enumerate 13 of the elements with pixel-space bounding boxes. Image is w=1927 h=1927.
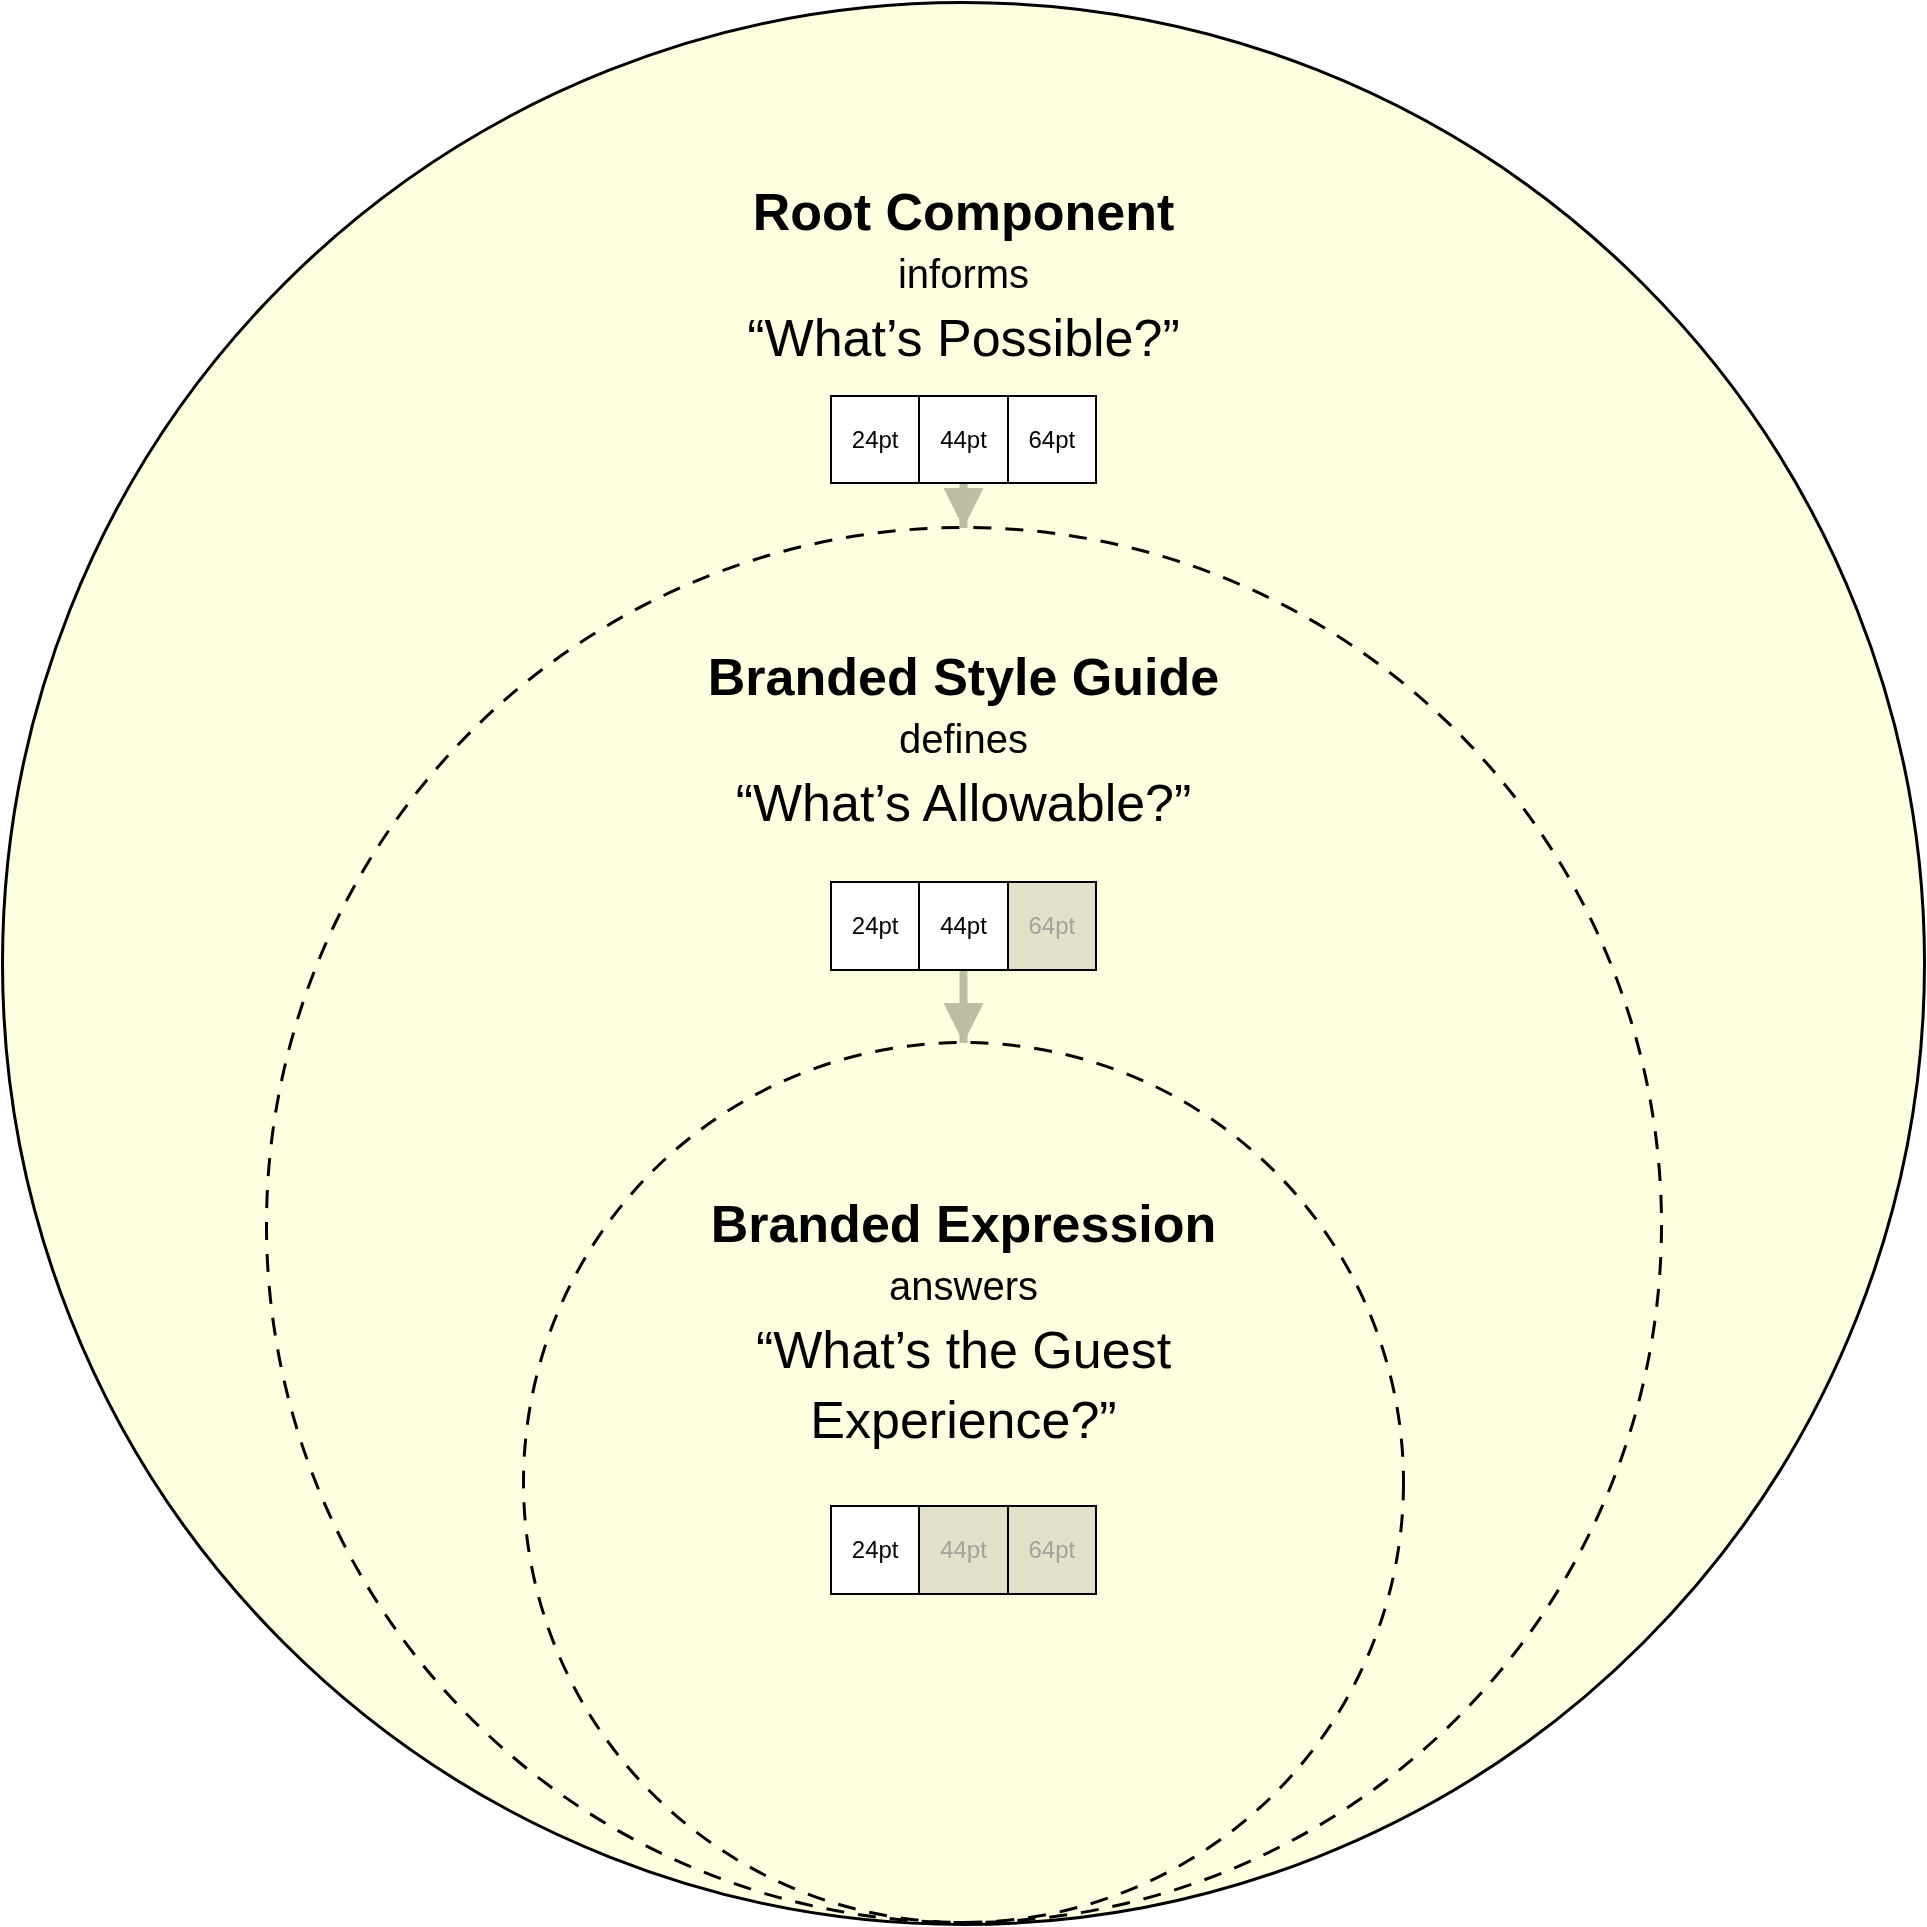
question-text: “What’s the Guest Experience?” bbox=[754, 1320, 1173, 1451]
heading: Root Component bbox=[752, 182, 1175, 243]
size-cell: 44pt bbox=[918, 1507, 1007, 1593]
heading: Branded Style Guide bbox=[707, 647, 1220, 708]
verb-text: informs bbox=[897, 251, 1030, 298]
verb-text: answers bbox=[889, 1263, 1038, 1310]
size-cell: 64pt bbox=[1006, 1507, 1095, 1593]
question-text: “What’s Allowable?” bbox=[735, 773, 1192, 834]
verb-text: defines bbox=[899, 716, 1028, 763]
heading: Branded Expression bbox=[710, 1194, 1217, 1255]
arrow bbox=[943, 484, 984, 528]
size-cell: 64pt bbox=[1006, 883, 1095, 969]
question-text: “What’s Possible?” bbox=[747, 308, 1180, 369]
